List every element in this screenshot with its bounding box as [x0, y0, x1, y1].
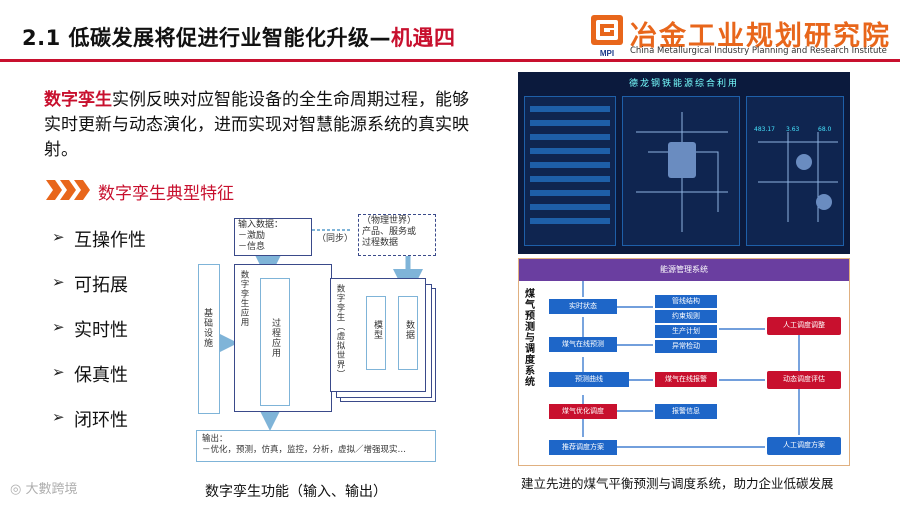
- intro-paragraph: 数字孪生实例反映对应智能设备的全生命周期过程，能够实时更新与动态演化，进而实现对…: [44, 88, 484, 163]
- output-label: 输出： －优化，预测，仿真，监控，分析，虚拟／增强现实…: [202, 434, 407, 455]
- bullet-icon: ➢: [52, 408, 65, 426]
- feature-item: ➢ 实时性: [52, 316, 146, 361]
- dashboard-panel-right: [746, 96, 844, 246]
- flow-box-alarm-info: 报警信息: [655, 404, 717, 419]
- dt-virtual-label: 数字孪生（虚拟世界）: [335, 284, 345, 379]
- process-app-label: 过程应用: [270, 318, 280, 358]
- chevron-arrows-icon: [46, 180, 90, 200]
- logo: MPI 冶金工业规划研究院 China Metallurgical Indust…: [590, 14, 890, 58]
- infra-label: 基础设施: [202, 308, 212, 348]
- dt-app-label: 数字孪生应用: [239, 270, 249, 327]
- feature-list: ➢ 互操作性 ➢ 可拓展 ➢ 实时性 ➢ 保真性 ➢ 闭环性: [52, 226, 146, 451]
- flow-box-dynamic-eval: 动态调度评估: [767, 371, 841, 389]
- diagram-caption: 数字孪生功能（输入、输出）: [205, 484, 387, 500]
- flow-box-optimize: 煤气优化调度: [549, 404, 617, 419]
- watermark-icon: ◎: [10, 482, 26, 497]
- dashboard-value: 483.17: [754, 126, 775, 133]
- digital-twin-diagram: 基础设施 输入数据： －激励 －信息 （同步） （物理世界） 产品、服务或 过程…: [190, 208, 440, 468]
- flow-connectors: [582, 281, 800, 448]
- feature-label: 可拓展: [74, 275, 128, 296]
- physical-world-box: [358, 214, 436, 256]
- bullet-icon: ➢: [52, 228, 65, 246]
- flow-box-plan: 生产计划: [655, 325, 717, 338]
- title-main: 2.1 低碳发展将促进行业智能化升级—: [22, 26, 392, 50]
- flow-box-manual-plan: 人工调度方案: [767, 437, 841, 455]
- dashboard-value: 3.63: [786, 126, 800, 133]
- energy-dashboard-image: 德龙钢铁能源综合利用 483.17 3.63 68.0: [518, 72, 850, 254]
- bullet-icon: ➢: [52, 363, 65, 381]
- flow-box-curve: 预测曲线: [549, 372, 629, 387]
- feature-title: 数字孪生典型特征: [98, 184, 234, 204]
- gas-dispatch-flowchart: 能源管理系统 煤气预测与调度系统 实时状态 煤气在线预测 预测曲线 煤气优化调度…: [518, 258, 850, 466]
- flow-box-predict: 煤气在线预测: [549, 337, 617, 352]
- feature-label: 保真性: [74, 365, 128, 386]
- dashboard-value: 68.0: [818, 126, 832, 133]
- flow-top-label: 能源管理系统: [519, 259, 849, 281]
- intro-text: 实例反映对应智能设备的全生命周期过程，能够实时更新与动态演化，进而实现对智慧能源…: [44, 90, 469, 160]
- input-box: [234, 218, 312, 256]
- logo-en: China Metallurgical Industry Planning an…: [630, 46, 887, 56]
- sync-label: （同步）: [317, 234, 354, 244]
- mpi-logo-icon: MPI: [591, 15, 623, 58]
- model-label: 模型: [372, 320, 382, 340]
- intro-highlight: 数字孪生: [44, 90, 112, 110]
- flow-box-anomaly: 异常检动: [655, 340, 717, 353]
- feature-item: ➢ 互操作性: [52, 226, 146, 271]
- dashboard-graphics: [530, 106, 838, 232]
- flow-box-manual-adjust: 人工调度调整: [767, 317, 841, 335]
- flow-box-recommend: 推荐调度方案: [549, 440, 617, 455]
- feature-item: ➢ 闭环性: [52, 406, 146, 451]
- title-accent: 机遇四: [391, 26, 456, 50]
- flow-box-alarm: 煤气在线报警: [655, 372, 717, 387]
- data-label: 数据: [404, 320, 414, 340]
- physical-world-label: （物理世界） 产品、服务或 过程数据: [362, 216, 417, 248]
- infra-box: [198, 264, 220, 414]
- output-box: [196, 430, 436, 462]
- data-box: [398, 296, 418, 370]
- header-divider: [0, 59, 900, 62]
- process-app-box: [260, 278, 290, 406]
- watermark: ◎ 大數跨境: [10, 478, 78, 497]
- model-box: [366, 296, 386, 370]
- feature-label: 互操作性: [74, 230, 146, 251]
- feature-label: 闭环性: [74, 410, 128, 431]
- bullet-icon: ➢: [52, 273, 65, 291]
- bullet-icon: ➢: [52, 318, 65, 336]
- flow-side-title: 煤气预测与调度系统: [525, 289, 535, 388]
- dashboard-title: 德龙钢铁能源综合利用: [628, 79, 739, 89]
- flow-box-constraint: 约束规则: [655, 310, 717, 323]
- feature-label: 实时性: [74, 320, 128, 341]
- flow-box-pipeline: 管线结构: [655, 295, 717, 308]
- flow-caption: 建立先进的煤气平衡预测与调度系统，助力企业低碳发展: [521, 476, 834, 491]
- page-title: 2.1 低碳发展将促进行业智能化升级—机遇四: [22, 22, 456, 52]
- flow-box-realtime: 实时状态: [549, 299, 617, 314]
- input-label: 输入数据： －激励 －信息: [238, 220, 284, 252]
- feature-item: ➢ 保真性: [52, 361, 146, 406]
- logo-mark-text: MPI: [600, 49, 614, 58]
- watermark-text: 大數跨境: [25, 482, 78, 497]
- logo-cn: 冶金工业规划研究院: [630, 21, 891, 52]
- feature-item: ➢ 可拓展: [52, 271, 146, 316]
